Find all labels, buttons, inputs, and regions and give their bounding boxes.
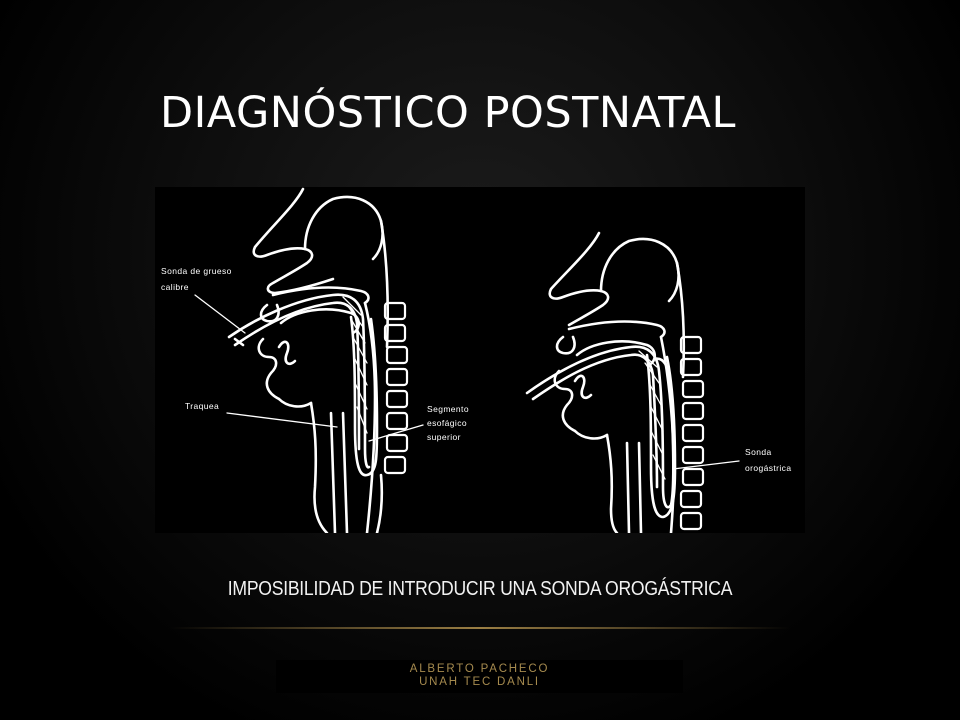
footer: ALBERTO PACHECO UNAH TEC DANLI [276, 660, 683, 693]
leader-sonda-grueso [194, 294, 246, 334]
footer-institution: UNAH TEC DANLI [419, 676, 540, 688]
label-sonda-grueso-line1: Sonda de grueso [161, 266, 232, 276]
label-segmento-line2: esofágico [427, 418, 467, 428]
slide-title: DIAGNÓSTICO POSTNATAL [160, 88, 736, 138]
label-sonda-orogastrica-line1: Sonda [745, 447, 772, 457]
label-sonda-grueso-line2: calibre [161, 282, 189, 292]
right-sagittal-diagram [525, 231, 740, 533]
anatomy-figure: Sonda de grueso calibre Traquea Segmento… [155, 187, 805, 533]
leader-sonda-orogastrica [672, 460, 740, 470]
left-sagittal-diagram: Sonda de grueso calibre Traquea Segmento… [161, 187, 469, 533]
label-sonda-orogastrica-line2: orogástrica [745, 463, 791, 473]
gold-divider [170, 627, 790, 629]
footer-author: ALBERTO PACHECO [409, 663, 550, 675]
anatomy-diagram-svg: Sonda de grueso calibre Traquea Segmento… [161, 187, 791, 533]
label-segmento-line1: Segmento [427, 404, 469, 414]
leader-traquea [226, 412, 338, 428]
label-segmento-line3: superior [427, 432, 461, 442]
slide-subtitle: IMPOSIBILIDAD DE INTRODUCIR UNA SONDA OR… [227, 578, 733, 600]
leader-segmento [368, 424, 424, 442]
label-traquea: Traquea [185, 401, 219, 411]
